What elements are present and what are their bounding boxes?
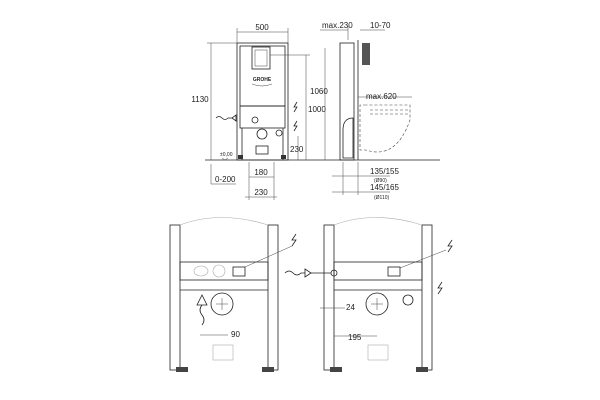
flush-plate-side [362,43,370,65]
detail-right: 24 195 [284,217,453,372]
dim-offset: 10-70 [370,21,391,30]
power-bolt-icon [293,101,298,113]
water-supply-arrow-icon [284,268,312,278]
wc-pan-outline [359,104,411,153]
power-bolt-icon [293,120,298,132]
detail-left: 90 [169,217,297,372]
power-outlet [402,294,414,306]
dim-width: 500 [255,23,269,32]
water-supply-arrow-icon [196,294,208,326]
dim-depth: max.230 [322,21,353,30]
dim-feet-spacing: 230 [254,188,268,197]
dim-total-height: 1130 [191,95,209,104]
connection-rail [239,105,286,129]
power-socket [232,266,246,277]
dim-power-height: 1000 [308,105,326,114]
dim-floor-adjust: 0-200 [215,175,236,184]
water-supply-arrow-icon [215,114,237,122]
dim-offset: 90 [231,330,240,339]
power-bolt-icon [437,281,443,295]
dim-offset-small: 24 [346,303,355,312]
drain-pipe [365,292,389,316]
dim-side-height: 1060 [310,87,328,96]
drain-pipe [210,292,234,316]
dim-pipe-large-dia: (Ø110) [374,195,390,201]
power-bolt-icon [447,239,453,253]
frame-outline [236,42,289,161]
side-view: max.230 10-70 max.620 135/155 (Ø90) 145/… [320,21,412,201]
connection-rail [333,261,423,281]
dim-drain-height: 230 [290,145,304,154]
dim-drain-spacing: 180 [254,168,268,177]
flush-plate-opening [251,46,271,70]
dim-pipe-small-dia: (Ø90) [374,178,387,184]
connection-rail [179,261,269,281]
power-socket [387,266,401,277]
drain-pipe [256,128,268,140]
grohe-logo: GROHE [253,77,272,83]
dim-offset-large: 195 [348,333,362,342]
power-bolt-icon [291,233,297,247]
side-frame [339,42,355,161]
front-view: GROHE 500 1130 1000 1060 230 ±0,00 0-200… [191,23,440,200]
dim-wc-reach: max.620 [366,92,397,101]
floor-level-label: ±0,00 [220,152,233,158]
dim-pipe-large: 145/165 [370,183,399,192]
dim-pipe-small: 135/155 [370,167,399,176]
